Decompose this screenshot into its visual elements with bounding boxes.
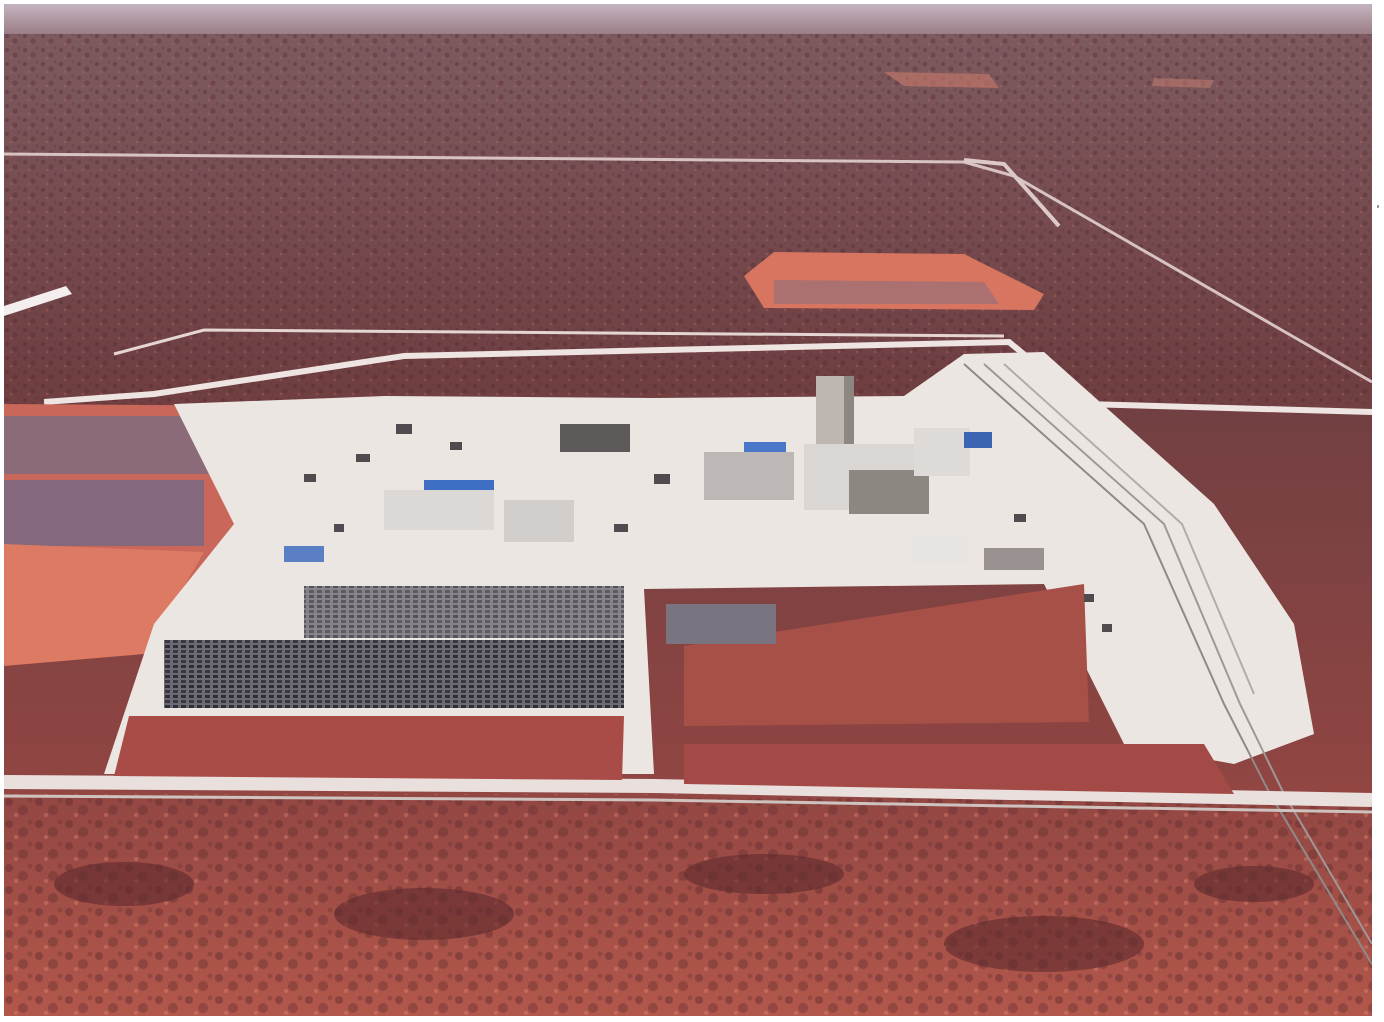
scrub-texture-near: [4, 794, 1372, 1016]
rail-line-2: [983, 363, 1372, 945]
main-road-south-edge: [4, 794, 1372, 814]
rail-line-3: [1003, 363, 1255, 695]
main-hall-side: [849, 470, 929, 514]
south-field-east: [684, 584, 1089, 726]
rail-line-1: [963, 363, 1372, 965]
blue-roof-1: [424, 480, 494, 490]
far-clearing-2: [1152, 78, 1214, 88]
north-pad-inner: [774, 280, 999, 304]
perimeter-road-top: [4, 152, 1372, 384]
tanks: [912, 536, 968, 562]
small-blue-building: [284, 546, 324, 562]
feeder-road: [963, 158, 1061, 228]
east-block: [914, 428, 970, 476]
tower-shadow: [844, 376, 854, 444]
aerial-photo: [4, 4, 1372, 1016]
dark-shed: [560, 424, 630, 452]
left-strip: [4, 286, 72, 316]
foreground-shrubs: [54, 854, 1314, 972]
small-structures: [304, 424, 1112, 632]
scrub-texture-far: [4, 34, 1372, 404]
parking-lot: [164, 640, 624, 708]
far-clearing: [884, 72, 999, 88]
south-building: [984, 548, 1044, 570]
mid-building: [384, 490, 494, 530]
south-field-east-2: [684, 744, 1234, 794]
access-road-2: [43, 338, 1372, 415]
west-hall: [704, 452, 794, 500]
south-field-west: [114, 716, 624, 780]
scan-speck: [1377, 205, 1379, 208]
mid-building-2: [504, 500, 574, 542]
main-road-south: [4, 775, 1372, 807]
parking-small: [666, 604, 776, 644]
access-road-1: [113, 328, 1005, 356]
blue-roof-3: [964, 432, 992, 448]
parking-lot-upper: [304, 586, 624, 638]
west-pond-2: [4, 480, 204, 546]
blue-roof-2: [744, 442, 786, 452]
